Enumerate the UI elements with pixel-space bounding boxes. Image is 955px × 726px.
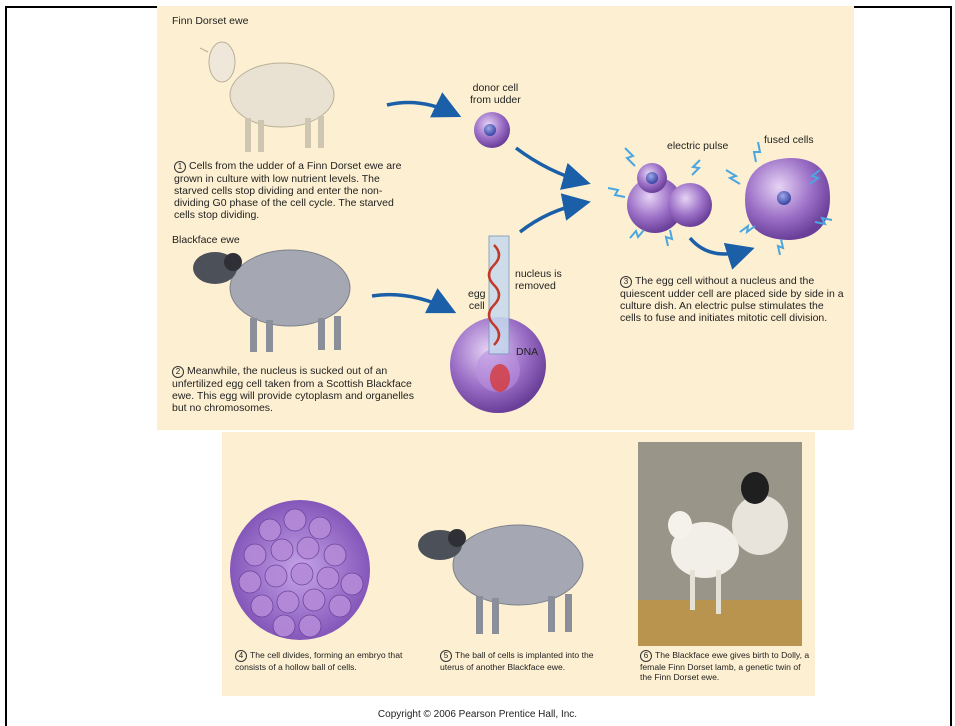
finn-dorset-sheep xyxy=(200,42,334,152)
step-3: 3The egg cell without a nucleus and the … xyxy=(620,275,845,324)
arrow-3 xyxy=(520,203,584,232)
arrow-5 xyxy=(690,238,748,254)
donor-cell xyxy=(474,112,510,148)
dolly-photo xyxy=(638,442,802,646)
finn-dorset-label: Finn Dorset ewe xyxy=(172,15,248,27)
step-4-text: The cell divides, forming an embryo that… xyxy=(235,650,402,672)
fused-cell xyxy=(745,158,830,240)
step-3-number: 3 xyxy=(620,276,632,288)
step-4-number: 4 xyxy=(235,650,247,662)
step-4: 4The cell divides, forming an embryo tha… xyxy=(235,650,425,672)
egg-cell-label: egg cell xyxy=(468,288,486,312)
step-2-number: 2 xyxy=(172,366,184,378)
paired-cells xyxy=(627,163,712,233)
dna-label: DNA xyxy=(516,346,538,358)
nucleus-removed-label: nucleus is removed xyxy=(515,268,562,292)
step-5-text: The ball of cells is implanted into the … xyxy=(440,650,594,672)
step-2-text: Meanwhile, the nucleus is sucked out of … xyxy=(172,365,414,414)
arrow-2 xyxy=(516,148,584,182)
step-6-text: The Blackface ewe gives birth to Dolly, … xyxy=(640,650,809,682)
arrow-4 xyxy=(372,295,450,310)
embryo-ball xyxy=(230,500,370,640)
step-1-text: Cells from the udder of a Finn Dorset ew… xyxy=(174,160,401,221)
pipette xyxy=(489,236,509,354)
electric-pulse-label: electric pulse xyxy=(667,140,728,152)
step-5: 5The ball of cells is implanted into the… xyxy=(440,650,615,672)
step-6: 6The Blackface ewe gives birth to Dolly,… xyxy=(640,650,810,682)
step-1: 1Cells from the udder of a Finn Dorset e… xyxy=(174,160,404,221)
copyright-notice: Copyright © 2006 Pearson Prentice Hall, … xyxy=(0,709,955,720)
blackface-sheep-top xyxy=(193,250,350,352)
arrow-1 xyxy=(387,102,455,114)
step-3-text: The egg cell without a nucleus and the q… xyxy=(620,275,844,324)
blackface-sheep-bottom xyxy=(418,525,583,634)
step-6-number: 6 xyxy=(640,650,652,662)
step-5-number: 5 xyxy=(440,650,452,662)
step-1-number: 1 xyxy=(174,161,186,173)
blackface-label: Blackface ewe xyxy=(172,234,240,246)
step-2: 2Meanwhile, the nucleus is sucked out of… xyxy=(172,365,422,414)
donor-cell-label: donor cell from udder xyxy=(470,82,521,106)
fused-cells-label: fused cells xyxy=(764,134,814,146)
